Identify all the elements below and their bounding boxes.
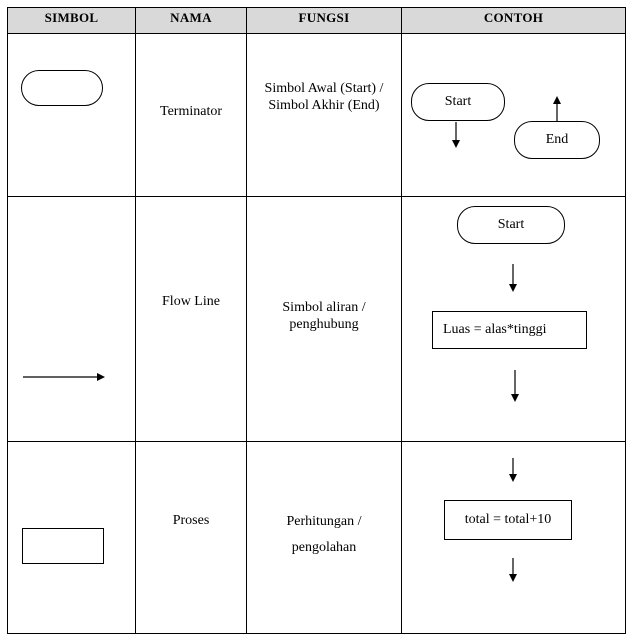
arrow-down-icon [509, 558, 517, 582]
example-process-box-2: total = total+10 [444, 500, 572, 540]
row-flowline-nama: Flow Line [162, 294, 220, 309]
grid-line [7, 633, 626, 634]
arrow-down-icon [511, 370, 519, 402]
process-label-total: total = total+10 [464, 512, 552, 527]
grid-line [7, 33, 626, 34]
header-nama: NAMA [170, 10, 212, 25]
arrow-down-icon [509, 264, 517, 292]
grid-line [7, 196, 626, 197]
example-process-box: Luas = alas*tinggi [432, 311, 587, 349]
row-terminator-fungsi-line2: Simbol Akhir (End) [268, 98, 380, 113]
grid-line [246, 7, 247, 634]
row-terminator-nama: Terminator [160, 104, 222, 119]
process-symbol [22, 528, 104, 564]
grid-line [7, 7, 626, 8]
start-label-2: Start [497, 217, 525, 232]
grid-line [401, 7, 402, 634]
grid-line [7, 441, 626, 442]
header-simbol: SIMBOL [44, 10, 99, 25]
table-header [8, 8, 626, 34]
flow-line-arrow-icon [23, 373, 105, 381]
example-start-terminator-2: Start [457, 206, 565, 244]
row-proses-fungsi-line2: pengolahan [291, 540, 357, 555]
grid-line [625, 7, 626, 634]
terminator-symbol [21, 70, 103, 106]
header-fungsi: FUNGSI [298, 10, 350, 25]
arrow-down-icon [452, 122, 460, 148]
process-label-luas: Luas = alas*tinggi [443, 322, 547, 337]
end-label: End [545, 132, 569, 147]
example-start-terminator: Start [411, 83, 505, 121]
row-proses-nama: Proses [172, 513, 210, 528]
arrow-down-icon [509, 458, 517, 482]
row-proses-fungsi-line1: Perhitungan / [286, 514, 362, 529]
header-contoh: CONTOH [483, 10, 544, 25]
arrow-up-icon [553, 96, 561, 122]
start-label: Start [444, 94, 472, 109]
row-terminator-fungsi-line1: Simbol Awal (Start) / [264, 81, 384, 96]
row-flowline-fungsi-line1: Simbol aliran / [282, 300, 366, 315]
grid-line [135, 7, 136, 634]
row-flowline-fungsi-line2: penghubung [289, 317, 359, 332]
grid-line [7, 7, 8, 634]
example-end-terminator: End [514, 121, 600, 159]
